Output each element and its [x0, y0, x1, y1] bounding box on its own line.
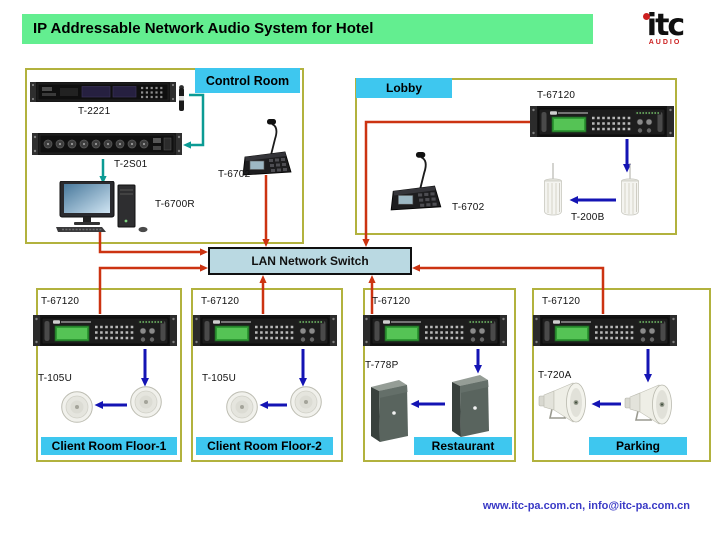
t67120-floor2-label: T-67120 — [201, 296, 240, 307]
itc-logo-red-dot-icon — [643, 13, 650, 20]
t67120-amplifier-floor1 — [33, 314, 177, 348]
t2s01-label: T-2S01 — [114, 159, 148, 170]
t105u-ceiling-speaker-floor2-right — [290, 386, 322, 418]
contact-url-text: www.itc-pa.com.cn, info@itc-pa.com.cn — [482, 500, 690, 512]
t720a-horn-speaker-right — [624, 382, 676, 428]
lobby-label: Lobby — [356, 78, 452, 98]
antenna-icon — [172, 84, 190, 114]
itc-logo-subtext: AUDIO — [648, 39, 682, 46]
t105u-ceiling-speaker-floor2-left — [226, 391, 258, 423]
t67120-floor1-label: T-67120 — [41, 296, 80, 307]
floor1-label: Client Room Floor-1 — [41, 437, 177, 455]
t200b-pendant-speaker-left — [541, 163, 565, 219]
t778p-label: T-778P — [365, 360, 399, 371]
t2221-tuner-device — [30, 79, 176, 105]
parking-box — [532, 288, 711, 462]
floor2-label: Client Room Floor-2 — [196, 437, 333, 455]
t200b-pendant-speaker-right — [618, 163, 642, 219]
t778p-wall-speaker-left — [367, 378, 409, 444]
itc-logo: itc AUDIO — [634, 10, 696, 56]
t720a-horn-speaker-left — [538, 380, 590, 426]
t6702-control-room-label: T-6702 — [218, 169, 251, 180]
t105u-ceiling-speaker-floor1-left — [61, 391, 93, 423]
floor2-box — [191, 288, 343, 462]
t2221-label: T-2221 — [78, 106, 111, 117]
t200b-label: T-200B — [571, 212, 605, 223]
t67120-amplifier-parking — [533, 314, 677, 348]
lan-network-switch: LAN Network Switch — [208, 247, 412, 275]
t2s01-mixer-device — [32, 130, 182, 158]
t67120-amplifier-floor2 — [193, 314, 337, 348]
t105u-floor2-label: T-105U — [202, 373, 236, 384]
t778p-wall-speaker-right — [448, 373, 490, 439]
t67120-parking-label: T-67120 — [542, 296, 581, 307]
t6700r-pc-workstation — [56, 181, 152, 233]
t67120-amplifier-lobby — [530, 105, 674, 139]
t720a-label: T-720A — [538, 370, 572, 381]
t67120-lobby-label: T-67120 — [537, 90, 576, 101]
t105u-ceiling-speaker-floor1-right — [130, 386, 162, 418]
t105u-floor1-label: T-105U — [38, 373, 72, 384]
t6702-paging-mic-lobby — [390, 152, 444, 212]
itc-logo-text: itc — [646, 8, 685, 43]
t6702-lobby-label: T-6702 — [452, 202, 485, 213]
t67120-restaurant-label: T-67120 — [372, 296, 411, 307]
t6700r-label: T-6700R — [155, 199, 195, 210]
parking-label: Parking — [589, 437, 687, 455]
restaurant-label: Restaurant — [414, 437, 512, 455]
page-title: IP Addressable Network Audio System for … — [22, 14, 593, 44]
t67120-amplifier-restaurant — [363, 314, 507, 348]
control-room-label: Control Room — [195, 68, 300, 93]
